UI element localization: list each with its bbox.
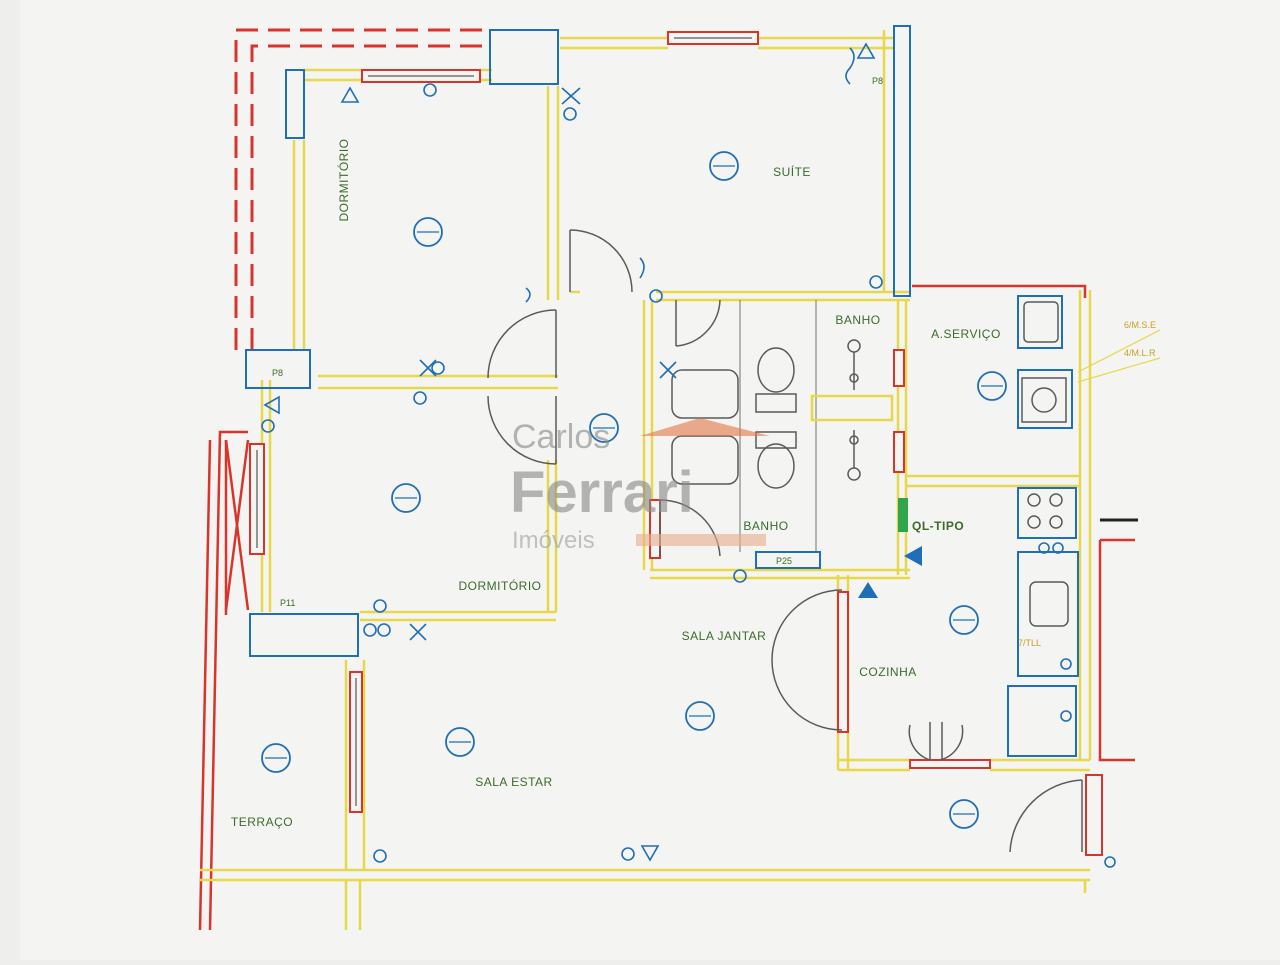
room-label-terraco: TERRAÇO (231, 815, 293, 829)
room-label-sala-jantar: SALA JANTAR (682, 629, 767, 643)
room-label-sala-estar: SALA ESTAR (475, 775, 552, 789)
tag-p25: P25 (776, 556, 792, 566)
annotation-notes: 6/M.S.E 4/M.L.R 7/TLL (1018, 320, 1156, 648)
exterior-dashed-outline (234, 28, 490, 350)
note-mlr: 4/M.L.R (1124, 348, 1156, 358)
ceiling-light-icon (949, 799, 979, 829)
room-label-dormitorio-1: DORMITÓRIO (336, 139, 351, 222)
room-label-banho-1: BANHO (835, 313, 880, 327)
kitchen-fixtures (1021, 301, 1069, 627)
tag-ql-tipo: QL-TIPO (912, 519, 964, 533)
ceiling-light-icon (445, 727, 475, 757)
watermark-roof-icon (640, 418, 770, 436)
ceiling-light-icon (685, 701, 715, 731)
terrace-railing (198, 430, 250, 931)
window-panes (256, 37, 752, 806)
room-label-cozinha: COZINHA (859, 665, 917, 679)
ceiling-light-icon (413, 217, 443, 247)
room-label-a-servico: A.SERVIÇO (931, 327, 1001, 341)
note-tll: 7/TLL (1018, 638, 1041, 648)
element-tags: P8 P8 P11 P25 QL-TIPO (272, 76, 964, 608)
room-label-banho-2: BANHO (743, 519, 788, 533)
watermark-line-2: Ferrari (510, 460, 694, 525)
ceiling-light-icon (949, 605, 979, 635)
watermark-line-3: Imóveis (512, 527, 595, 554)
watermark-accent-bar (636, 534, 766, 546)
room-label-suite: SUÍTE (773, 164, 811, 179)
ceiling-light-icon (977, 371, 1007, 401)
ceiling-light-icon (391, 483, 421, 513)
room-label-dormitorio-2: DORMITÓRIO (459, 578, 542, 593)
ceiling-light-icon (261, 743, 291, 773)
outlet-symbols (261, 42, 1116, 868)
tag-p11: P11 (280, 598, 295, 608)
bath-fixtures (671, 339, 861, 489)
tag-p8-left: P8 (272, 368, 283, 378)
ceiling-light-icon (709, 151, 739, 181)
electrical-panel (858, 498, 922, 598)
ceiling-lights (261, 151, 1007, 829)
watermark-logo: Carlos Ferrari Imóveis (510, 418, 770, 554)
tag-p8-top: P8 (872, 76, 883, 86)
room-labels: DORMITÓRIO SUÍTE BANHO A.SERVIÇO BANHO D… (231, 139, 1001, 830)
note-msе: 6/M.S.E (1124, 320, 1156, 330)
ceiling-light-icon (589, 413, 619, 443)
watermark-line-1: Carlos (512, 418, 610, 456)
